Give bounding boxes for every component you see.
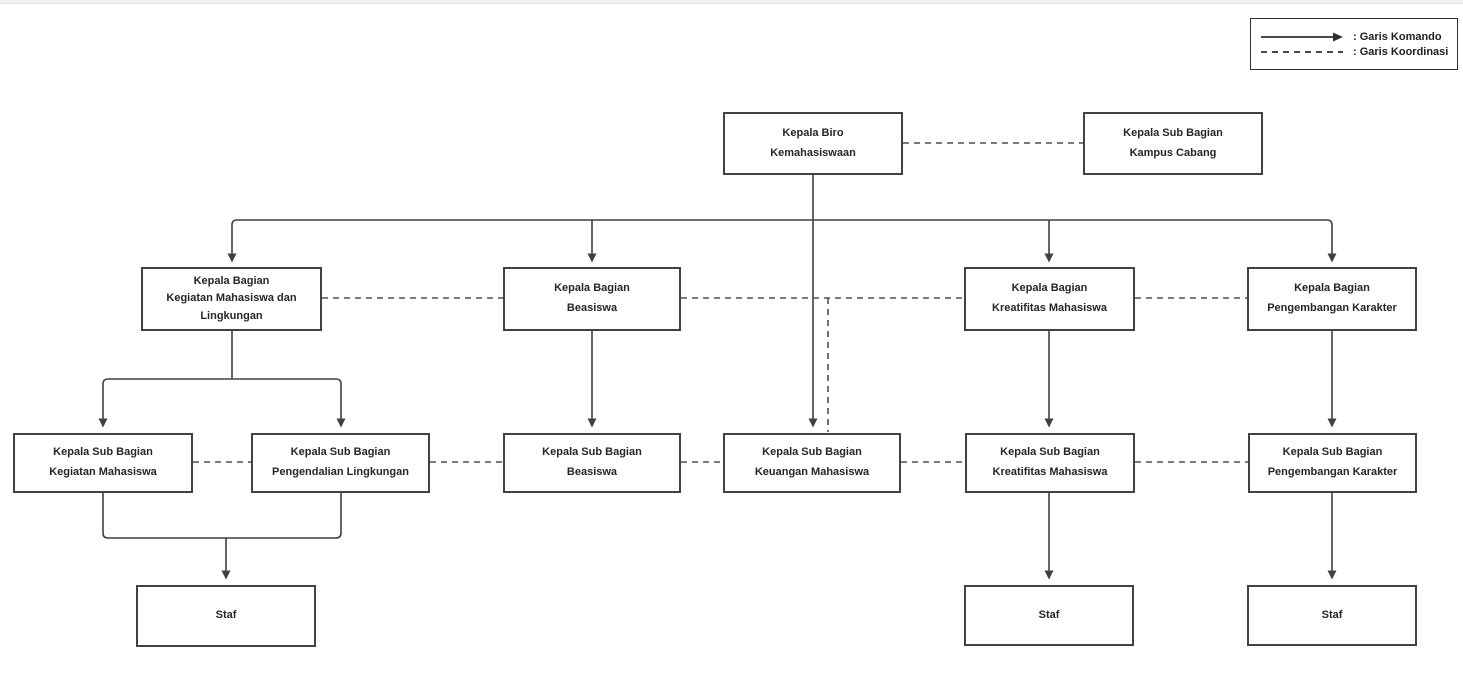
node-kepala-sub-bagian-kampus-cabang: Kepala Sub Bagian Kampus Cabang [1083, 112, 1263, 175]
node-label: Kepala Bagian Kegiatan Mahasiswa dan Lin… [166, 275, 297, 322]
legend-coordination-label: : Garis Koordinasi [1353, 45, 1449, 58]
node-label: Kepala Bagian Kreatifitas Mahasiswa [992, 282, 1107, 314]
node-kepala-bagian-pengembangan-karakter: Kepala Bagian Pengembangan Karakter [1247, 267, 1417, 331]
coordination-lines [193, 142, 1248, 463]
node-label: Staf [215, 609, 237, 622]
node-label: Staf [1321, 608, 1343, 621]
node-label: Kepala Sub Bagian Kegiatan Mahasiswa [49, 446, 157, 478]
node-kepala-sub-bagian-kreatifitas-mahasiswa: Kepala Sub Bagian Kreatifitas Mahasiswa [965, 433, 1135, 493]
node-kepala-bagian-kreatifitas-mahasiswa: Kepala Bagian Kreatifitas Mahasiswa [964, 267, 1135, 331]
node-label: Kepala Sub Bagian Kampus Cabang [1123, 126, 1223, 159]
node-staf-left: Staf [136, 585, 316, 647]
command-lines [98, 175, 1337, 580]
node-staf-right: Staf [1247, 585, 1417, 646]
edge-biro-bag-karakter [813, 219, 1337, 263]
node-label: Kepala Sub Bagian Pengembangan Karakter [1267, 446, 1398, 478]
node-label: Kepala Sub Bagian Kreatifitas Mahasiswa [992, 446, 1108, 478]
node-label: Kepala Biro Kemahasiswaan [770, 126, 856, 159]
node-label: Kepala Sub Bagian Beasiswa [542, 446, 642, 478]
legend-box: : Garis Komando : Garis Koordinasi [1250, 18, 1458, 70]
solid-arrow-icon [1261, 32, 1343, 41]
node-kepala-sub-bagian-keuangan-mahasiswa: Kepala Sub Bagian Keuangan Mahasiswa [723, 433, 901, 493]
dashed-line-icon [1261, 50, 1343, 53]
legend-coordination-row: : Garis Koordinasi [1259, 46, 1449, 58]
node-kepala-sub-bagian-pengembangan-karakter: Kepala Sub Bagian Pengembangan Karakter [1248, 433, 1417, 493]
node-label: Kepala Sub Bagian Pengendalian Lingkunga… [272, 446, 409, 478]
node-kepala-sub-bagian-pengendalian-lingkungan: Kepala Sub Bagian Pengendalian Lingkunga… [251, 433, 430, 493]
edge-bag-kegiatan-sub-lingkungan [232, 378, 346, 428]
node-label: Kepala Bagian Pengembangan Karakter [1267, 282, 1397, 314]
legend-command-label: : Garis Komando [1353, 30, 1442, 43]
edge-biro-bag-kegiatan [227, 219, 813, 263]
node-label: Kepala Bagian Beasiswa [554, 282, 630, 314]
top-edge-bar [0, 0, 1463, 4]
node-label: Staf [1038, 608, 1060, 621]
legend-command-row: : Garis Komando [1259, 31, 1449, 43]
node-kepala-sub-bagian-kegiatan-mahasiswa: Kepala Sub Bagian Kegiatan Mahasiswa [13, 433, 193, 493]
node-kepala-biro-kemahasiswaan: Kepala Biro Kemahasiswaan [723, 112, 903, 175]
node-kepala-bagian-beasiswa: Kepala Bagian Beasiswa [503, 267, 681, 331]
edge-bag-kegiatan-sub-kegiatan [98, 378, 232, 428]
node-kepala-sub-bagian-beasiswa: Kepala Sub Bagian Beasiswa [503, 433, 681, 493]
edge-sub-kegiatan-merge [102, 493, 226, 539]
node-label: Kepala Sub Bagian Keuangan Mahasiswa [754, 446, 870, 478]
node-kepala-bagian-kegiatan-mahasiswa-dan-lingkungan: Kepala Bagian Kegiatan Mahasiswa dan Lin… [141, 267, 322, 331]
edge-sub-lingkungan-merge [226, 493, 342, 539]
node-staf-middle: Staf [964, 585, 1134, 646]
